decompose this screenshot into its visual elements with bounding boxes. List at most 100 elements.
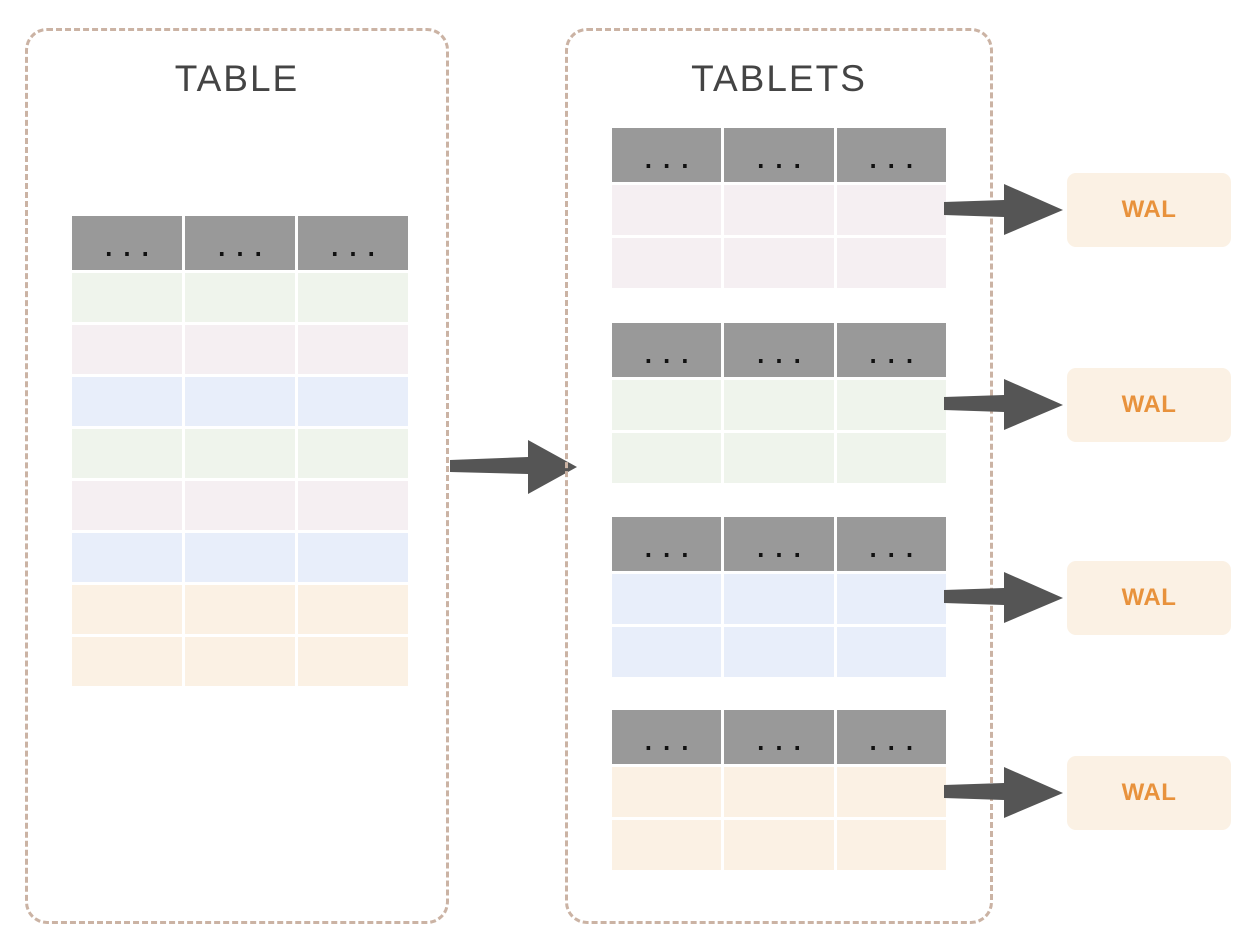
tablet-3-to-wal-arrow xyxy=(944,767,1063,818)
tablets-panel xyxy=(565,28,993,924)
tablets-panel-title: TABLETS xyxy=(691,58,867,99)
tablet-cell xyxy=(836,185,946,235)
tablet-grid-3: ... ... ... xyxy=(612,710,946,870)
ellipsis-label: ... xyxy=(215,237,270,262)
table-row xyxy=(72,533,408,582)
tablet-header-row: ... ... ... xyxy=(612,323,946,377)
table-row xyxy=(72,637,408,686)
ellipsis-label: ... xyxy=(866,344,922,369)
table-to-tablets-arrow xyxy=(450,440,577,494)
table-cell xyxy=(72,377,185,426)
ellipsis-label: ... xyxy=(102,237,157,262)
tablet-cell xyxy=(612,380,725,430)
ellipsis-label: ... xyxy=(641,149,697,174)
wal-box-1: WAL xyxy=(1067,368,1231,442)
table-cell xyxy=(298,429,408,478)
table-cell xyxy=(298,481,408,530)
table-cell xyxy=(185,325,298,374)
ellipsis-label: ... xyxy=(754,538,809,563)
ellipsis-label: ... xyxy=(754,731,809,756)
table-panel-title: TABLE xyxy=(174,58,300,99)
table-row xyxy=(72,377,408,426)
tablet-cell xyxy=(724,574,837,624)
tablet-row xyxy=(612,380,946,430)
source-table-grid: ... ... ... xyxy=(72,216,408,686)
tablet-cell xyxy=(836,820,946,870)
tablet-grid-0: ... ... ... xyxy=(612,128,946,288)
tablet-cell xyxy=(724,380,837,430)
table-row xyxy=(72,273,408,322)
wal-box-2: WAL xyxy=(1067,561,1231,635)
tablet-cell xyxy=(612,767,725,817)
tablet-cell xyxy=(836,767,946,817)
tablet-row xyxy=(612,767,946,817)
table-cell xyxy=(298,377,408,426)
table-row xyxy=(72,481,408,530)
tablet-header-cell: ... xyxy=(836,710,946,764)
table-cell xyxy=(185,585,298,634)
ellipsis-label: ... xyxy=(866,538,922,563)
tablet-header-cell: ... xyxy=(612,710,725,764)
wal-label: WAL xyxy=(1121,391,1177,418)
table-cell xyxy=(298,273,408,322)
tablet-header-cell: ... xyxy=(724,710,837,764)
tablet-header-cell: ... xyxy=(724,517,837,571)
table-panel xyxy=(25,28,449,924)
tablet-header-row: ... ... ... xyxy=(612,710,946,764)
table-cell xyxy=(185,273,298,322)
ellipsis-label: ... xyxy=(641,538,697,563)
tablet-cell xyxy=(612,185,725,235)
tablet-row xyxy=(612,185,946,235)
ellipsis-label: ... xyxy=(328,237,383,262)
tablet-cell xyxy=(836,238,946,288)
table-cell xyxy=(185,533,298,582)
table-header-cell: ... xyxy=(72,216,185,270)
ellipsis-label: ... xyxy=(754,344,809,369)
table-cell xyxy=(298,533,408,582)
ellipsis-label: ... xyxy=(641,344,697,369)
tablet-header-cell: ... xyxy=(724,323,837,377)
table-cell xyxy=(72,637,185,686)
ellipsis-label: ... xyxy=(641,731,697,756)
tablet-cell xyxy=(612,820,725,870)
table-cell xyxy=(72,325,185,374)
table-cell xyxy=(72,429,185,478)
table-cell xyxy=(298,637,408,686)
tablet-cell xyxy=(724,627,837,677)
table-row xyxy=(72,585,408,634)
wal-box-0: WAL xyxy=(1067,173,1231,247)
table-header-cell: ... xyxy=(185,216,298,270)
tablet-header-cell: ... xyxy=(612,323,725,377)
table-cell xyxy=(185,481,298,530)
tablet-header-cell: ... xyxy=(836,517,946,571)
wal-label: WAL xyxy=(1121,196,1177,223)
tablet-row xyxy=(612,820,946,870)
wal-label: WAL xyxy=(1121,584,1177,611)
tablet-row xyxy=(612,627,946,677)
tablet-row xyxy=(612,574,946,624)
table-cell xyxy=(72,273,185,322)
tablet-cell xyxy=(724,767,837,817)
tablet-2-to-wal-arrow xyxy=(944,572,1063,623)
tablet-cell xyxy=(724,820,837,870)
tablet-cell xyxy=(836,380,946,430)
tablet-cell xyxy=(612,574,725,624)
table-cell xyxy=(185,637,298,686)
table-cell xyxy=(298,585,408,634)
tablet-cell xyxy=(612,238,725,288)
table-row xyxy=(72,325,408,374)
wal-label: WAL xyxy=(1121,779,1177,806)
tablet-cell xyxy=(836,627,946,677)
tablet-grid-1: ... ... ... xyxy=(612,323,946,483)
table-cell xyxy=(72,533,185,582)
tablet-header-cell: ... xyxy=(612,128,725,182)
table-header-cell: ... xyxy=(298,216,408,270)
table-cell xyxy=(185,429,298,478)
tablet-header-cell: ... xyxy=(724,128,837,182)
tablet-cell xyxy=(724,185,837,235)
tablet-cell xyxy=(724,433,837,483)
tablet-header-row: ... ... ... xyxy=(612,517,946,571)
tablet-grid-2: ... ... ... xyxy=(612,517,946,677)
ellipsis-label: ... xyxy=(866,149,922,174)
